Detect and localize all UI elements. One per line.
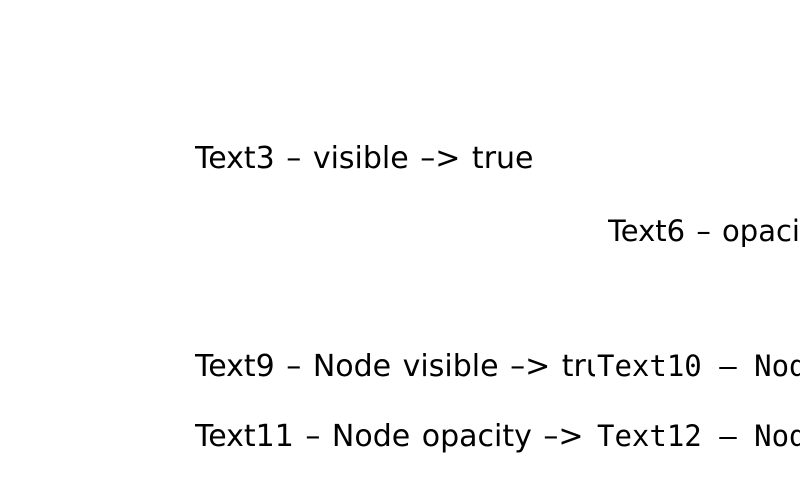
text-node-text3: Text3 – visible –> true	[195, 141, 534, 176]
text-node-text6: Text6 – opacity	[608, 214, 800, 248]
text-node-text9: Text9 – Node visible –> true	[195, 349, 595, 384]
text-node-text10: Text10 – Node	[597, 349, 800, 383]
text-node-text12: Text12 – Node	[597, 419, 800, 453]
text-node-text11: Text11 – Node opacity –> 0	[195, 419, 597, 454]
